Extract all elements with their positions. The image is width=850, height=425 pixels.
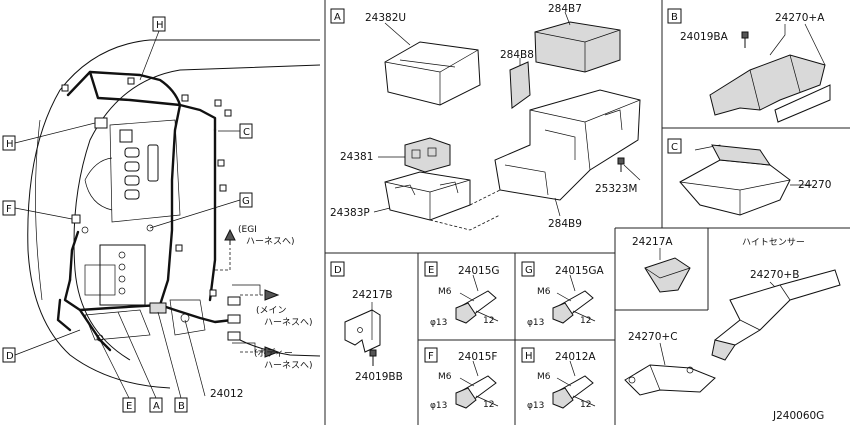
harness-routing: [56, 70, 241, 352]
part-24382U: 24382U: [365, 12, 406, 24]
callout-e: E: [126, 401, 132, 412]
bolt-cell-f-thread: M6: [438, 372, 452, 382]
part-24270A: 24270+A: [775, 12, 825, 24]
egi-label-1: (EGI: [238, 225, 257, 235]
part-284B8: 284B8: [500, 49, 534, 61]
callout-c-overview: C: [243, 127, 250, 138]
section-a-letter: A: [334, 12, 341, 23]
callout-b-overview: B: [178, 401, 185, 412]
bolt-cell-h-part: 24012A: [555, 351, 596, 363]
bolt-cell-e-diameter: φ13: [430, 318, 447, 328]
body-label-2: ハーネスへ): [264, 360, 313, 371]
bolt-cell-g-diameter: φ13: [527, 318, 544, 328]
harness-feed-lines: [215, 228, 280, 358]
part-24270: 24270: [798, 179, 831, 191]
part-24270C: 24270+C: [628, 331, 678, 343]
bolt-cell-f-letter: F: [428, 351, 434, 362]
bolt-cell-e: E 24015G M6 φ13 12: [424, 261, 500, 328]
section-c-letter: C: [671, 142, 678, 153]
part-24019BB: 24019BB: [355, 371, 403, 383]
section-d: D 24217B 24019BB: [330, 261, 403, 383]
bolt-cell-h-diameter: φ13: [527, 401, 544, 411]
callout-a-overview: A: [153, 401, 160, 412]
diagram-code: J240060G: [772, 410, 824, 422]
panel-frames: [324, 0, 850, 425]
section-b-letter: B: [671, 12, 678, 23]
body-label-1: (ボディー: [254, 347, 293, 359]
part-24383P: 24383P: [330, 207, 370, 219]
bolt-cell-g-part: 24015GA: [555, 265, 605, 277]
bolt-cell-f-part: 24015F: [458, 351, 497, 363]
bolt-cell-f: F 24015F M6 φ13 12: [424, 347, 499, 411]
callout-d-overview: D: [6, 351, 14, 362]
section-c: C 24270: [667, 138, 831, 216]
main-label-1: (メイン: [256, 306, 287, 316]
section-b: B 24019BA 24270+A: [667, 8, 831, 123]
bolt-cell-h-thread: M6: [537, 372, 551, 382]
bolt-cell-e-length: 12: [483, 316, 494, 326]
bolt-cell-g-thread: M6: [537, 287, 551, 297]
part-number-24012: 24012: [210, 388, 243, 400]
part-24217B: 24217B: [352, 289, 393, 301]
overview-callouts: H H C F G D E A B 24012: [2, 16, 253, 413]
callout-g: G: [242, 196, 250, 207]
callout-h-left: H: [6, 139, 14, 150]
bolt-cell-e-part: 24015G: [458, 265, 500, 277]
section-a: A 24382U 284B7 284B8 284B9 25323M: [330, 3, 641, 231]
part-24217A: 24217A: [632, 236, 673, 248]
part-25323M: 25323M: [595, 183, 637, 195]
part-24270B: 24270+B: [750, 269, 799, 281]
harness-destination-labels: (EGI ハーネスへ) (メイン ハーネスへ) (ボディー ハーネスへ): [238, 225, 313, 371]
part-24019BA: 24019BA: [680, 31, 729, 43]
egi-label-2: ハーネスへ): [246, 236, 295, 247]
bolt-cell-f-length: 12: [483, 400, 494, 410]
part-284B9: 284B9: [548, 218, 582, 230]
bolt-cell-h-length: 12: [580, 400, 591, 410]
bolt-cell-g-length: 12: [580, 316, 591, 326]
part-24381: 24381: [340, 151, 373, 163]
part-284B7: 284B7: [548, 3, 582, 15]
bolt-cell-e-thread: M6: [438, 287, 452, 297]
height-sensor-title: ハイトセンサー: [742, 237, 805, 248]
bolt-cell-g: G 24015GA M6 φ13 12: [521, 261, 605, 328]
bolt-cell-g-letter: G: [525, 265, 533, 276]
bolt-cell-e-letter: E: [428, 265, 434, 276]
callout-f: F: [6, 204, 12, 215]
main-label-2: ハーネスへ): [264, 317, 313, 328]
callout-h-top: H: [156, 20, 164, 31]
bolt-cell-h-letter: H: [525, 351, 533, 362]
section-d-letter: D: [334, 265, 342, 276]
bolt-cell-f-diameter: φ13: [430, 401, 447, 411]
section-height-sensor: ハイトセンサー 24217A 24270+C 24270+B: [624, 236, 841, 396]
bolt-cell-h: H 24012A M6 φ13 12: [521, 347, 596, 411]
